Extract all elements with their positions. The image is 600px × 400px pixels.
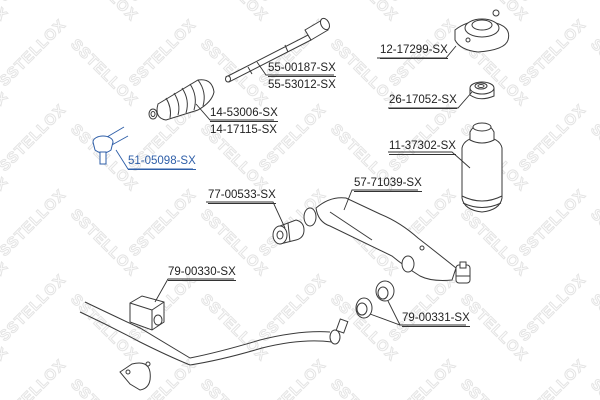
shock-boot-part[interactable] <box>461 122 503 213</box>
strut-mount-part[interactable] <box>454 9 510 53</box>
tie-rod-end-part[interactable] <box>92 126 129 165</box>
part-label-link-bushings[interactable]: 79-00331-SX <box>402 312 470 327</box>
strut-bearing-part[interactable] <box>469 81 495 100</box>
link-bushings-part[interactable] <box>355 280 395 319</box>
stabilizer-bracket-part[interactable] <box>119 361 151 391</box>
control-arm-part[interactable] <box>315 197 471 284</box>
part-label-control-arm[interactable]: 57-71039-SX <box>354 177 422 192</box>
stabilizer-bushing-part[interactable] <box>129 295 165 331</box>
control-arm-bushing-part[interactable] <box>272 207 317 245</box>
part-label-strut-bearing[interactable]: 26-17052-SX <box>389 94 457 109</box>
part-label-inner-tie-rod-alt[interactable]: 55-53012-SX <box>268 79 336 91</box>
part-label-stabilizer-bushing[interactable]: 79-00330-SX <box>168 266 236 281</box>
part-label-inner-tie-rod[interactable]: 55-00187-SX <box>268 62 336 77</box>
part-label-control-arm-bushing[interactable]: 77-00533-SX <box>208 189 276 204</box>
inner-tie-rod-part[interactable] <box>225 17 332 83</box>
stabilizer-bar-part[interactable] <box>79 301 349 366</box>
part-label-shock-boot[interactable]: 11-37302-SX <box>389 140 456 155</box>
part-label-strut-mount[interactable]: 12-17299-SX <box>380 44 448 59</box>
svg-text:SSTELLOX: SSTELLOX <box>0 0 11 24</box>
rack-boot-part[interactable] <box>148 79 215 121</box>
part-label-rack-boot-alt[interactable]: 14-17115-SX <box>210 124 277 136</box>
part-label-rack-boot[interactable]: 14-53006-SX <box>210 107 278 122</box>
part-label-tie-rod-end[interactable]: 51-05098-SX <box>128 155 196 170</box>
